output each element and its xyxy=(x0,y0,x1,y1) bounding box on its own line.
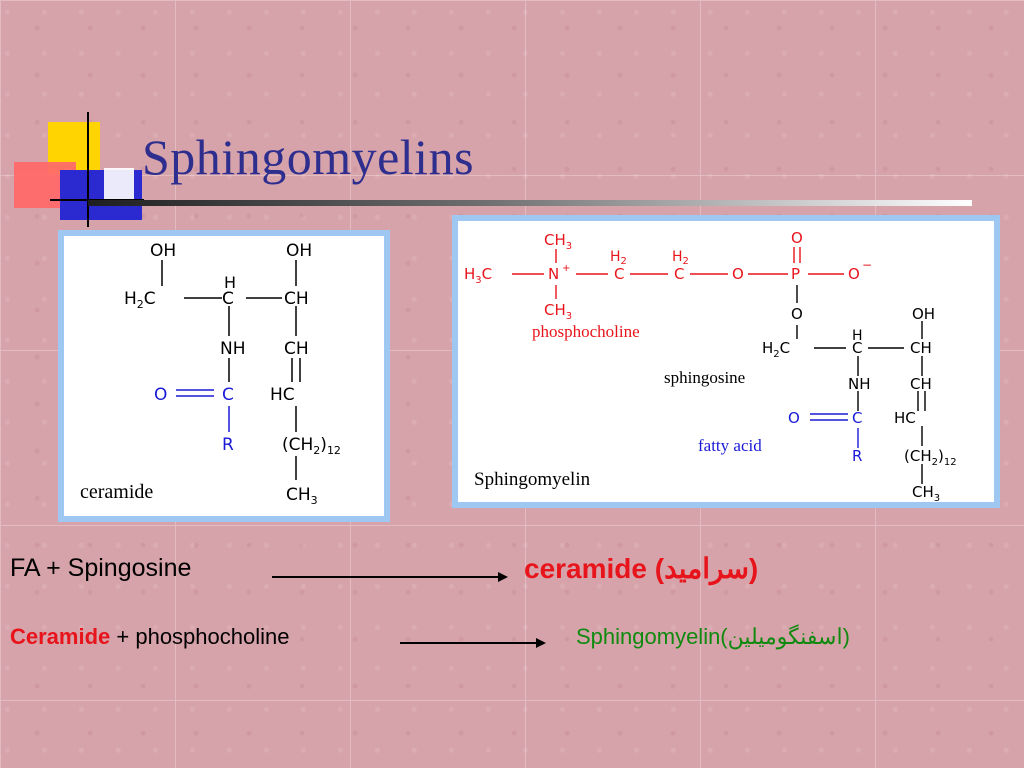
ceramide-h2c-subscript: 2 xyxy=(137,298,144,311)
sm-o-charge: − xyxy=(862,258,872,272)
phosphocholine-label: phosphocholine xyxy=(532,322,640,341)
sm-h-top: H xyxy=(852,328,863,344)
sm-h2-b-base: H xyxy=(672,249,683,265)
ceramide-ch-mid: CH xyxy=(284,339,309,359)
equation-1-rhs-fa: (سرامید) xyxy=(654,553,759,584)
sm-ch2-close: ) xyxy=(938,447,944,465)
ceramide-structure: OH OH H H2C C CH NH CH O C HC R (CH2)12 … xyxy=(80,241,341,507)
ceramide-ch2-close: ) xyxy=(320,435,327,455)
sphingomyelin-structure: CH3 H3C N + H2 C H2 C O P O O − CH3 phos… xyxy=(464,229,957,502)
sm-o-link: O xyxy=(791,305,803,323)
ceramide-blue-bonds xyxy=(176,389,230,432)
sm-h3c: H3C xyxy=(464,265,492,286)
ceramide-ch2-chain: (CH2)12 xyxy=(282,435,341,457)
ceramide-h2c-c: C xyxy=(144,289,156,309)
sm-h2-a: H2 xyxy=(610,249,627,267)
sm-o-ester: O xyxy=(732,265,744,283)
ceramide-ch3-base: CH xyxy=(286,485,311,505)
sm-h2-a-subscript: 2 xyxy=(621,256,627,267)
sm-ch-top: CH xyxy=(910,339,932,357)
sm-ch3-top: CH3 xyxy=(544,231,572,252)
ceramide-ch2-open: (CH xyxy=(282,435,313,455)
sm-n: N xyxy=(548,265,559,283)
slide-logo xyxy=(14,112,144,227)
sm-ch-mid: CH xyxy=(910,375,932,393)
sphingosine-label: sphingosine xyxy=(664,368,745,387)
sm-c-b: C xyxy=(674,265,684,283)
ceramide-ch2-count: 12 xyxy=(327,444,341,457)
ceramide-figure: OH OH H H2C C CH NH CH O C HC R (CH2)12 … xyxy=(58,230,390,522)
sphingomyelin-figure: CH3 H3C N + H2 C H2 C O P O O − CH3 phos… xyxy=(452,215,1000,508)
fatty-acid-label: fatty acid xyxy=(698,436,762,455)
sm-nh: NH xyxy=(848,375,871,393)
slide-title: Sphingomyelins xyxy=(142,129,475,185)
sm-h3c-c: C xyxy=(482,265,492,283)
equation-1-arrow xyxy=(272,572,508,582)
ceramide-ch-top: CH xyxy=(284,289,309,309)
ceramide-oh-left: OH xyxy=(150,241,176,261)
ceramide-hc: HC xyxy=(270,385,295,405)
ceramide-nh: NH xyxy=(220,339,246,359)
ceramide-r: R xyxy=(222,435,234,455)
sm-ch3-subscript: 3 xyxy=(934,493,940,502)
sm-ch3-bottom-subscript: 3 xyxy=(566,311,572,322)
sm-ch2-count: 12 xyxy=(944,457,957,468)
ceramide-o: O xyxy=(154,385,167,405)
sm-ch3-bottom: CH3 xyxy=(544,301,572,322)
sm-h2-a-base: H xyxy=(610,249,621,265)
ceramide-ch3-subscript: 3 xyxy=(311,494,318,507)
sphingomyelin-label: Sphingomyelin xyxy=(474,469,591,490)
sm-hc: HC xyxy=(894,409,916,427)
sm-h2c-h: H xyxy=(762,339,773,357)
equation-2-rhs: Sphingomyelin(اسفنگومیلین) xyxy=(576,624,850,649)
sm-ch3: CH3 xyxy=(912,483,940,502)
equation-1-rhs-en: ceramide xyxy=(524,553,647,584)
ceramide-bonds xyxy=(161,260,301,480)
sm-h2c: H2C xyxy=(762,339,790,360)
ceramide-oh-right: OH xyxy=(286,241,312,261)
sm-ch3-base: CH xyxy=(912,483,934,501)
sm-o-double: O xyxy=(791,229,803,247)
ceramide-label: ceramide xyxy=(80,481,153,503)
sm-h2c-c: C xyxy=(780,339,790,357)
sm-h2-b: H2 xyxy=(672,249,689,267)
title-underline xyxy=(88,200,972,206)
sphingosine-bonds xyxy=(796,285,926,484)
sm-h2-b-subscript: 2 xyxy=(683,256,689,267)
equation-2-phosphocholine: + phosphocholine xyxy=(110,624,290,649)
sm-h2c-subscript: 2 xyxy=(773,349,779,360)
sm-c-a: C xyxy=(614,265,624,283)
fatty-acid-bonds xyxy=(810,413,859,448)
equation-2-arrow xyxy=(400,638,546,648)
sm-ch3-bottom-base: CH xyxy=(544,301,566,319)
sm-ch2-open: (CH xyxy=(904,447,932,465)
ceramide-h2c-h: H xyxy=(124,289,137,309)
sm-h3c-h: H xyxy=(464,265,475,283)
ceramide-h-top: H xyxy=(224,273,236,292)
sm-o-carbonyl: O xyxy=(788,409,800,427)
sm-c-carbonyl: C xyxy=(852,409,862,427)
sm-n-charge: + xyxy=(562,263,570,274)
sm-c-center: C xyxy=(852,339,862,357)
sm-ch3-top-subscript: 3 xyxy=(566,241,572,252)
sm-ch2-chain: (CH2)12 xyxy=(904,447,957,468)
sm-o-minus: O xyxy=(848,265,860,283)
ceramide-h2c: H2C xyxy=(124,289,156,311)
ceramide-c-center: C xyxy=(222,289,234,309)
phosphocholine-bonds xyxy=(512,247,844,299)
sm-h3c-subscript: 3 xyxy=(475,275,481,286)
equation-1-lhs: FA + Spingosine xyxy=(10,554,192,582)
equation-1-rhs: ceramide (سرامید) xyxy=(524,552,758,585)
logo-white-square xyxy=(104,168,134,204)
ceramide-ch3: CH3 xyxy=(286,485,318,507)
equation-2-lhs: Ceramide + phosphocholine xyxy=(10,624,289,650)
sm-ch2-subscript: 2 xyxy=(932,457,938,468)
sm-ch3-top-base: CH xyxy=(544,231,566,249)
sm-r: R xyxy=(852,447,862,465)
sm-p: P xyxy=(791,265,800,283)
ceramide-c-carbonyl: C xyxy=(222,385,234,405)
equation-2-ceramide: Ceramide xyxy=(10,624,111,649)
sm-oh: OH xyxy=(912,305,935,323)
ceramide-ch2-subscript: 2 xyxy=(313,444,320,457)
